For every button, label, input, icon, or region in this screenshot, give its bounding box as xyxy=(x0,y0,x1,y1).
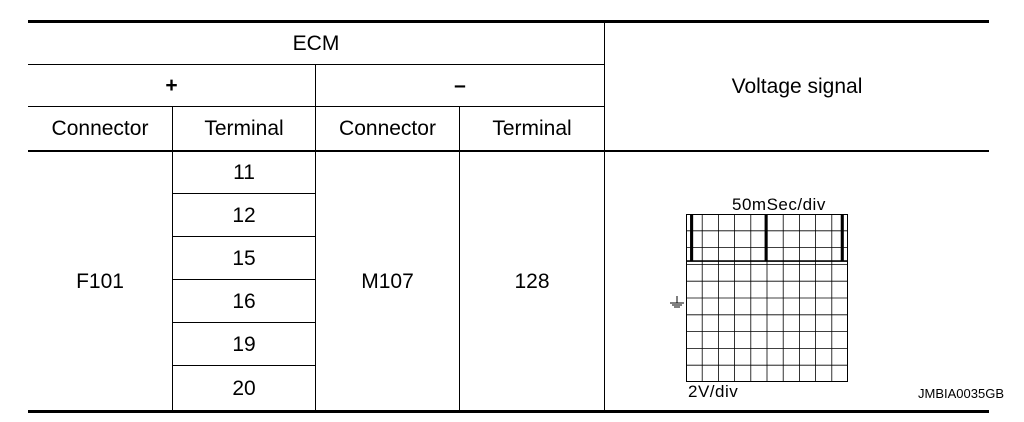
voltage-scale-label: 2V/div xyxy=(688,381,739,401)
connector-plus-value: F101 xyxy=(76,269,124,293)
voltage-waveform-plot xyxy=(686,214,848,382)
terminal-divider-1 xyxy=(172,193,315,194)
col-divider-terminal-plus xyxy=(172,106,173,411)
header-bottom-border xyxy=(28,150,989,152)
header-voltage-signal: Voltage signal xyxy=(731,75,863,98)
terminal-divider-4 xyxy=(172,322,315,323)
header-terminal-plus: Terminal xyxy=(204,117,284,140)
header-ecm: ECM xyxy=(292,32,340,55)
col-divider-terminal-minus xyxy=(459,106,460,411)
table-bottom-border xyxy=(28,410,989,413)
terminal-divider-5 xyxy=(172,365,315,366)
terminal-plus-value: 20 xyxy=(232,376,256,400)
row-divider-2 xyxy=(28,106,604,107)
col-divider-minus xyxy=(315,64,316,411)
header-plus: + xyxy=(165,74,178,97)
waveform-trace xyxy=(686,214,848,262)
terminal-plus-value: 15 xyxy=(232,246,256,270)
time-scale-label: 50mSec/div xyxy=(732,194,826,214)
header-minus: – xyxy=(454,74,466,97)
header-connector-minus: Connector xyxy=(339,117,436,140)
ecm-terminal-table: ECM + – Voltage signal Connector Termina… xyxy=(28,20,989,414)
terminal-divider-2 xyxy=(172,236,315,237)
header-connector-plus: Connector xyxy=(51,117,149,140)
header-terminal-minus: Terminal xyxy=(492,117,572,140)
terminal-minus-value: 128 xyxy=(514,269,550,293)
figure-code: JMBIA0035GB xyxy=(918,386,1004,401)
terminal-plus-value: 19 xyxy=(232,332,256,356)
terminal-plus-value: 11 xyxy=(233,161,255,184)
ground-icon xyxy=(670,296,684,308)
terminal-plus-value: 12 xyxy=(232,203,256,227)
connector-minus-value: M107 xyxy=(361,269,414,293)
col-divider-voltage xyxy=(604,22,605,411)
terminal-plus-value: 16 xyxy=(232,289,256,313)
terminal-divider-3 xyxy=(172,279,315,280)
table-top-border xyxy=(28,20,989,23)
row-divider-1 xyxy=(28,64,604,65)
